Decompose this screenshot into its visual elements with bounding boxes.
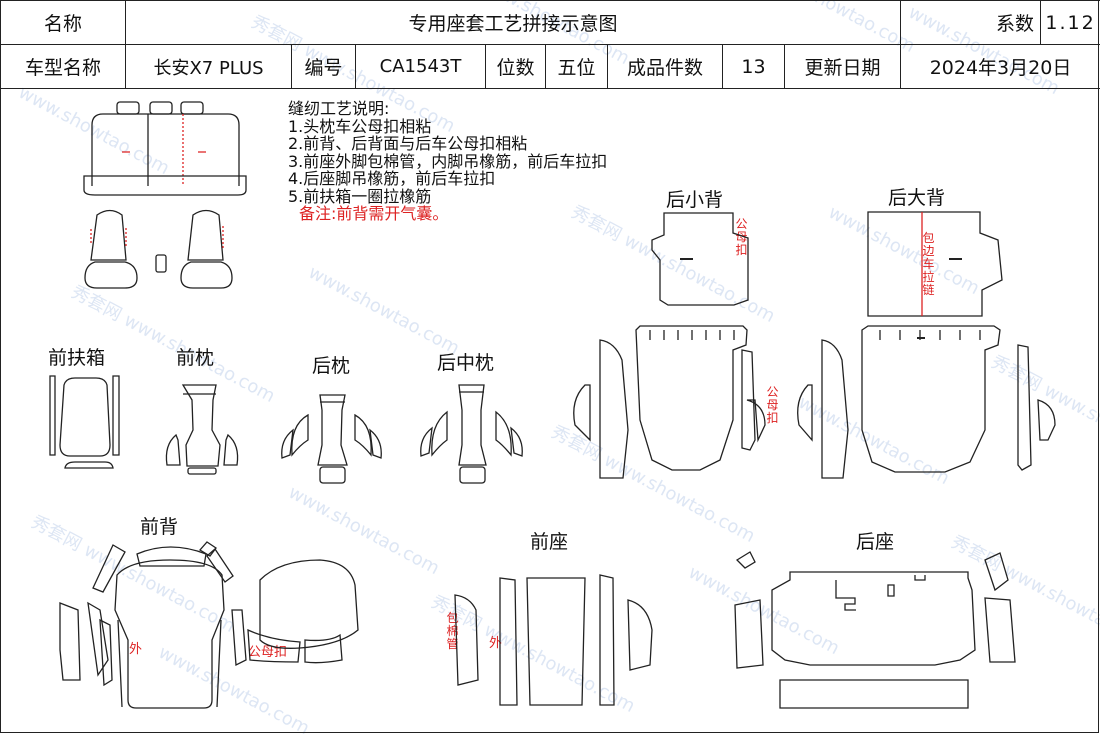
label-rear-small-back: 后小背 bbox=[666, 189, 724, 211]
piece-front-armrest bbox=[49, 375, 120, 469]
model-label: 车型名称 bbox=[0, 44, 126, 89]
notes-remark: 备注:前背需开气囊。 bbox=[299, 204, 449, 223]
piece-rear-small-back bbox=[573, 212, 766, 479]
label-rear-seat: 后座 bbox=[856, 531, 895, 553]
label-front-seat: 前座 bbox=[530, 531, 569, 553]
seats-label: 位数 bbox=[485, 44, 546, 89]
note-item: 2.前背、后背面与后车公母扣相粘 bbox=[288, 134, 528, 153]
label-rear-big-back: 后大背 bbox=[888, 187, 946, 209]
seats-value: 五位 bbox=[545, 44, 608, 89]
note-item: 4.后座脚吊橡筋，前后车拉扣 bbox=[288, 169, 496, 188]
header-table: 名称 专用座套工艺拼接示意图 系数 1.12 车型名称 长安X7 PLUS 编号… bbox=[0, 0, 1100, 89]
label-rear-mid-headrest: 后中枕 bbox=[437, 352, 495, 374]
label-front-headrest: 前枕 bbox=[176, 347, 215, 369]
annotation-snap-back: 公母扣 bbox=[248, 645, 288, 660]
annotation-outer-seat: 外 bbox=[489, 636, 503, 651]
code-value: CA1543T bbox=[355, 44, 486, 89]
piece-rear-seat bbox=[734, 551, 1016, 709]
model-value: 长安X7 PLUS bbox=[125, 44, 292, 89]
date-value: 2024年3月20日 bbox=[900, 44, 1100, 89]
note-item: 5.前扶箱一圈拉橡筋 bbox=[288, 186, 432, 206]
annotation-outer-back: 外 bbox=[129, 642, 143, 657]
note-item: 1.头枕车公母扣相粘 bbox=[288, 116, 432, 136]
piece-front-back bbox=[59, 541, 359, 709]
annotation-edge-zip: 包边车拉链 bbox=[922, 231, 935, 297]
seat-overview-icon bbox=[83, 101, 247, 289]
sheet-title: 专用座套工艺拼接示意图 bbox=[124, 0, 902, 45]
notes-title: 缝纫工艺说明: bbox=[288, 99, 390, 118]
piece-rear-big-back bbox=[797, 211, 1056, 479]
note-item: 3.前座外脚包棉管，内脚吊橡筋，前后车拉扣 bbox=[288, 151, 608, 171]
label-front-armrest: 前扶箱 bbox=[48, 347, 106, 369]
piece-front-headrest bbox=[165, 384, 239, 475]
name-label: 名称 bbox=[0, 0, 126, 45]
sewing-notes: 缝纫工艺说明: 1.头枕车公母扣相粘 2.前背、后背面与后车公母扣相粘 3.前座… bbox=[288, 100, 607, 223]
pieces-value: 13 bbox=[722, 44, 785, 89]
piece-front-seat bbox=[454, 574, 653, 706]
code-label: 编号 bbox=[291, 44, 356, 89]
coef-value: 1.12 bbox=[1040, 0, 1100, 45]
date-label: 更新日期 bbox=[783, 44, 902, 89]
piece-rear-mid-headrest bbox=[420, 384, 523, 484]
label-front-back: 前背 bbox=[140, 516, 179, 538]
annotation-snap-small-side: 公母扣 bbox=[766, 385, 779, 425]
annotation-snap-small-back: 公母扣 bbox=[735, 217, 748, 257]
piece-rear-headrest bbox=[281, 394, 382, 484]
label-rear-headrest: 后枕 bbox=[312, 355, 351, 377]
